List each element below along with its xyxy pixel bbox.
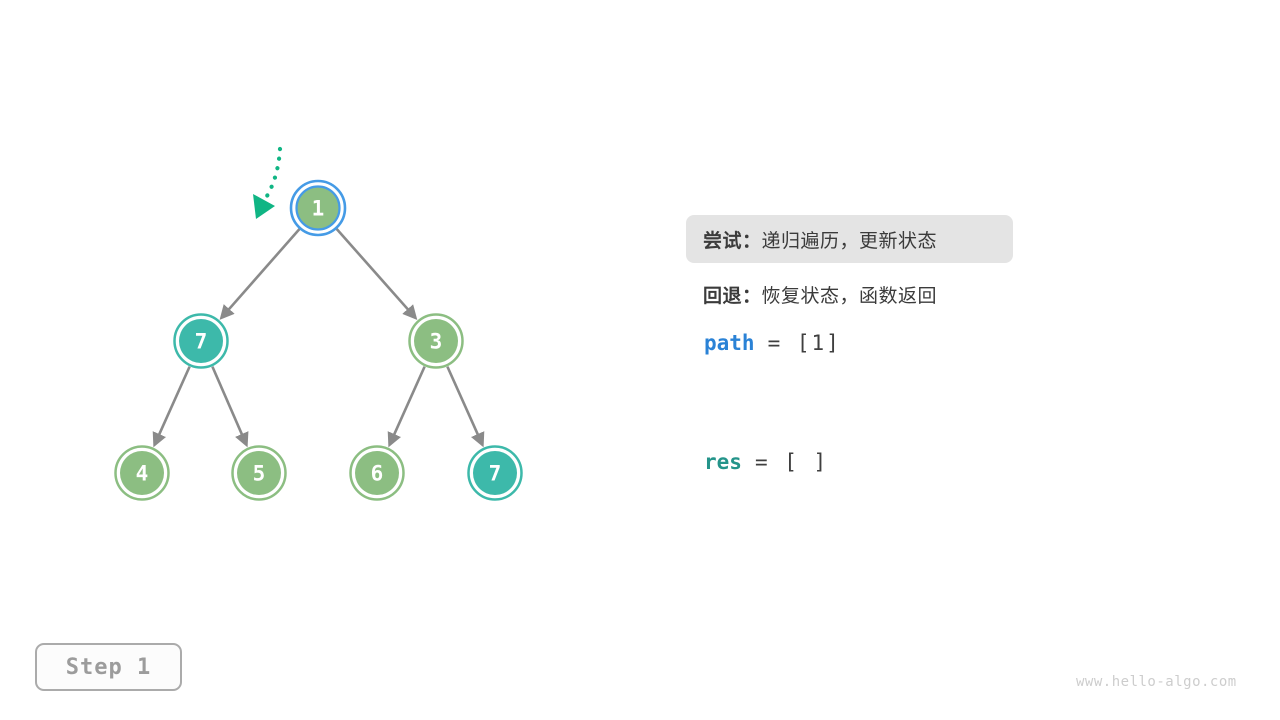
edge-7-4 (152, 366, 191, 448)
try-note-text: 尝试：递归遍历，更新状态 (703, 226, 937, 253)
edge-1-3 (335, 228, 418, 320)
backtrack-note-text: 回退：恢复状态，函数返回 (703, 285, 937, 307)
backtrack-note: 回退：恢复状态，函数返回 (703, 281, 937, 308)
edge-1-7 (219, 228, 301, 320)
backtrack-description: 恢复状态，函数返回 (761, 285, 938, 307)
watermark: www.hello-algo.com (1076, 674, 1237, 690)
tree-node-5: 5 (231, 445, 287, 501)
tree-node-3: 3 (408, 313, 464, 369)
node-value: 4 (136, 462, 149, 486)
tree-node-6: 6 (349, 445, 405, 501)
res-variable-line: res = [ ] (704, 450, 828, 474)
step-badge: Step 1 (35, 643, 182, 691)
path-variable-line: path = [1] (704, 331, 841, 355)
node-value: 7 (195, 330, 208, 354)
current-node-pointer-icon (253, 146, 283, 219)
node-value: 5 (253, 462, 266, 486)
node-value: 1 (312, 197, 325, 221)
edge-3-7 (446, 366, 485, 448)
try-label: 尝试： (703, 229, 762, 252)
node-value: 7 (489, 462, 502, 486)
tree-node-7-left: 7 (173, 313, 229, 369)
res-variable-value: = [ ] (754, 450, 829, 474)
backtrack-label: 回退： (703, 285, 762, 307)
path-variable-name: path (704, 331, 755, 355)
tree-node-4: 4 (114, 445, 170, 501)
tree-node-7-right: 7 (467, 445, 523, 501)
tree-node-1-current: 1 (289, 179, 347, 237)
binary-tree-diagram: 1 7 3 4 5 6 7 (114, 146, 523, 501)
tree-edges (152, 228, 485, 448)
node-value: 3 (430, 330, 443, 354)
res-variable-name: res (704, 450, 742, 474)
path-variable-value: = [1] (767, 331, 841, 355)
try-note-highlighted: 尝试：递归遍历，更新状态 (686, 215, 1013, 263)
edge-7-5 (211, 366, 249, 448)
try-description: 递归遍历，更新状态 (761, 229, 938, 252)
edge-3-6 (387, 366, 426, 448)
node-value: 6 (371, 462, 384, 486)
